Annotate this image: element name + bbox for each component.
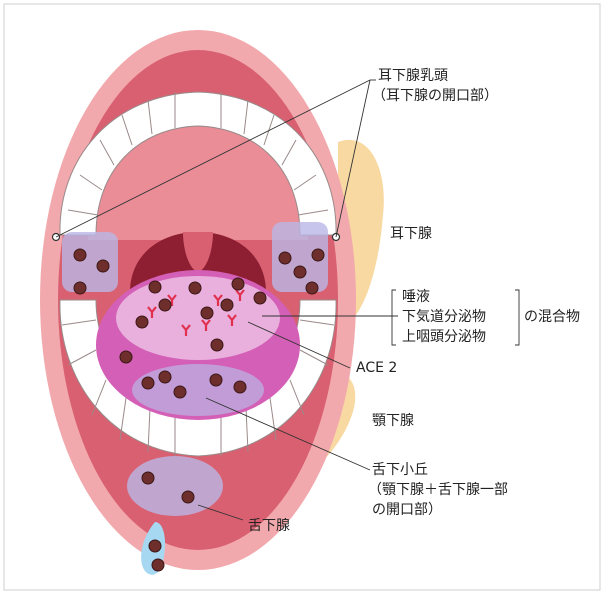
label-lower-airway-secretions: 下気道分泌物 (402, 309, 486, 325)
virus-particle-icon (312, 249, 324, 261)
virus-particle-icon (294, 266, 306, 278)
label-ace2: ACE 2 (356, 360, 397, 376)
label-parotid-papilla: 耳下腺乳頭 (378, 68, 448, 84)
virus-particle-icon (149, 281, 161, 293)
label-sublingual-gland: 舌下腺 (248, 518, 290, 534)
virus-particle-icon (152, 559, 164, 571)
virus-particle-icon (142, 377, 154, 389)
label-saliva: 唾液 (402, 289, 430, 305)
virus-particle-icon (74, 282, 86, 294)
label-nasopharynx-secretions: 上咽頭分泌物 (402, 329, 486, 345)
label-mixture: の混合物 (524, 309, 580, 325)
virus-particle-icon (159, 299, 171, 311)
label-parotid-papilla-note: （耳下腺の開口部） (372, 88, 498, 104)
virus-particle-icon (232, 278, 244, 290)
virus-particle-icon (254, 292, 266, 304)
virus-particle-icon (211, 339, 223, 351)
virus-particle-icon (149, 540, 161, 552)
virus-particle-icon (234, 381, 246, 393)
label-sublingual-caruncle: 舌下小丘 (372, 462, 428, 478)
virus-particle-icon (174, 386, 186, 398)
virus-particle-icon (279, 252, 291, 264)
virus-particle-icon (120, 351, 132, 363)
virus-particle-icon (142, 472, 154, 484)
virus-particle-icon (210, 374, 222, 386)
label-sublingual-caruncle-note-1: （顎下腺＋舌下腺一部 (368, 482, 508, 498)
virus-particle-icon (189, 282, 201, 294)
virus-particle-icon (97, 260, 109, 272)
virus-particle-icon (201, 307, 213, 319)
label-parotid-gland: 耳下腺 (390, 226, 432, 242)
virus-particle-icon (159, 371, 171, 383)
virus-particle-icon (74, 249, 86, 261)
virus-particle-icon (182, 491, 194, 503)
label-sublingual-caruncle-note-2: の開口部） (372, 502, 442, 518)
virus-particle-icon (221, 299, 233, 311)
virus-particle-icon (306, 282, 318, 294)
label-submandibular-gland: 顎下腺 (372, 413, 414, 429)
virus-particle-icon (136, 316, 148, 328)
